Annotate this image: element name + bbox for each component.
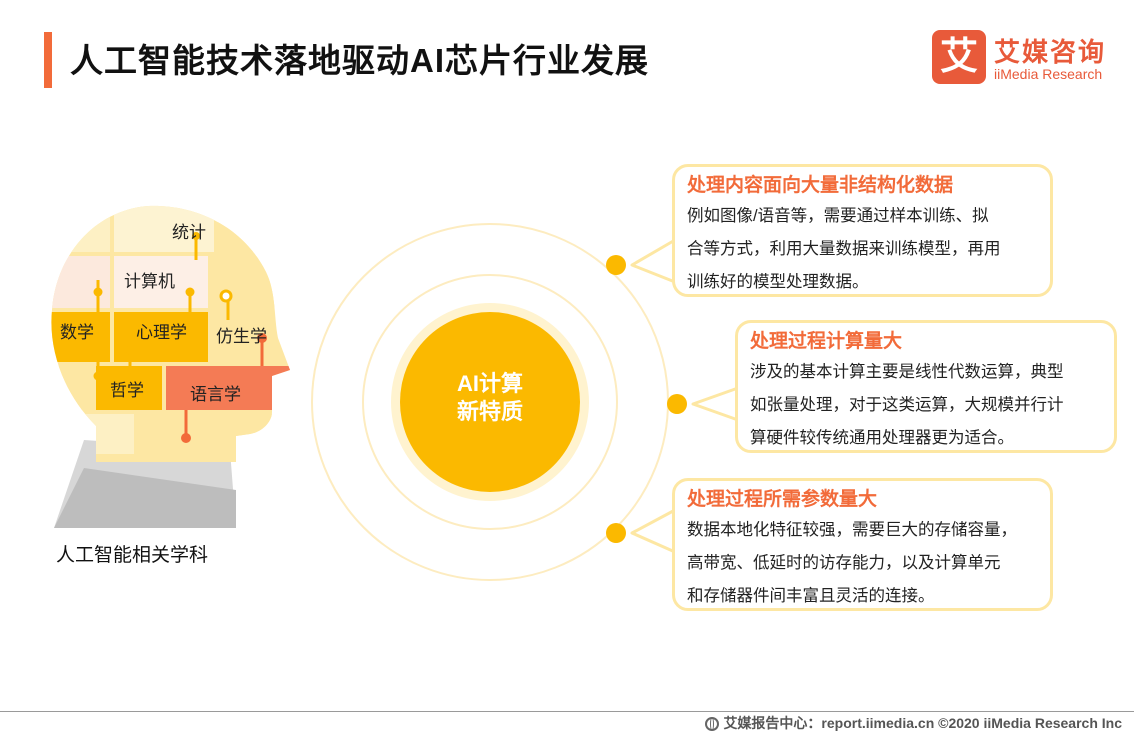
footer-divider: [0, 711, 1134, 712]
cell-philosophy: [96, 366, 162, 410]
label-computer: 计算机: [124, 272, 175, 291]
head-caption: 人工智能相关学科: [56, 545, 209, 566]
label-psychology: 心理学: [136, 323, 187, 342]
head-diagram: 统计 计算机 数学 心理学 仿生学 哲学 语言学: [51, 205, 291, 528]
footer-text: 艾媒报告中心：report.iimedia.cn ©2020 iiMedia R…: [723, 715, 1122, 731]
card-title: 处理过程计算量大: [750, 331, 903, 352]
cell-linguistics: [166, 366, 290, 410]
label-linguistics: 语言学: [190, 385, 241, 404]
logo-name-en: iiMedia Research: [994, 66, 1103, 82]
node-dot-1: [606, 255, 626, 275]
label-philosophy: 哲学: [110, 381, 144, 400]
label-stats: 统计: [172, 223, 206, 242]
middle-ring: [362, 274, 618, 530]
footer: 艾媒报告中心：report.iimedia.cn ©2020 iiMedia R…: [705, 713, 1122, 733]
node-dot-3: [606, 523, 626, 543]
node-dot-2: [667, 394, 687, 414]
pointer-3: [630, 508, 677, 554]
title-accent-bar: [44, 32, 52, 88]
label-math: 数学: [60, 323, 94, 342]
pointer-1: [630, 238, 677, 284]
cell-math: [51, 312, 110, 362]
shoulders-shade: [54, 468, 236, 528]
brand-logo: 艾 艾媒咨询 iiMedia Research: [932, 30, 1122, 86]
card-body: 例如图像/语音等，需要通过样本训练、拟 合等方式，利用大量数据来训练模型，再用 …: [687, 207, 1001, 291]
feature-card-unstructured-data: 处理内容面向大量非结构化数据 例如图像/语音等，需要通过样本训练、拟 合等方式，…: [672, 164, 1053, 297]
logo-name-cn: 艾媒咨询: [994, 37, 1107, 67]
card-title: 处理过程所需参数量大: [687, 489, 878, 510]
logo-mark-icon: 艾: [932, 30, 986, 84]
globe-icon: [705, 717, 720, 731]
label-bionics: 仿生学: [216, 327, 267, 346]
core-circle: [400, 312, 580, 492]
core-label: AI计算 新特质: [456, 371, 523, 424]
card-title: 处理内容面向大量非结构化数据: [687, 175, 954, 196]
page-title: 人工智能技术落地驱动AI芯片行业发展: [70, 42, 649, 79]
card-body: 涉及的基本计算主要是线性代数运算，典型 如张量处理，对于这类运算，大规模并行计 …: [750, 363, 1064, 447]
feature-card-large-parameters: 处理过程所需参数量大 数据本地化特征较强，需要巨大的存储容量， 高带宽、低延时的…: [672, 478, 1053, 611]
card-body: 数据本地化特征较强，需要巨大的存储容量， 高带宽、低延时的访存能力，以及计算单元…: [687, 521, 1017, 605]
feature-card-heavy-computation: 处理过程计算量大 涉及的基本计算主要是线性代数运算，典型 如张量处理，对于这类运…: [735, 320, 1117, 453]
pointer-2: [691, 386, 740, 422]
